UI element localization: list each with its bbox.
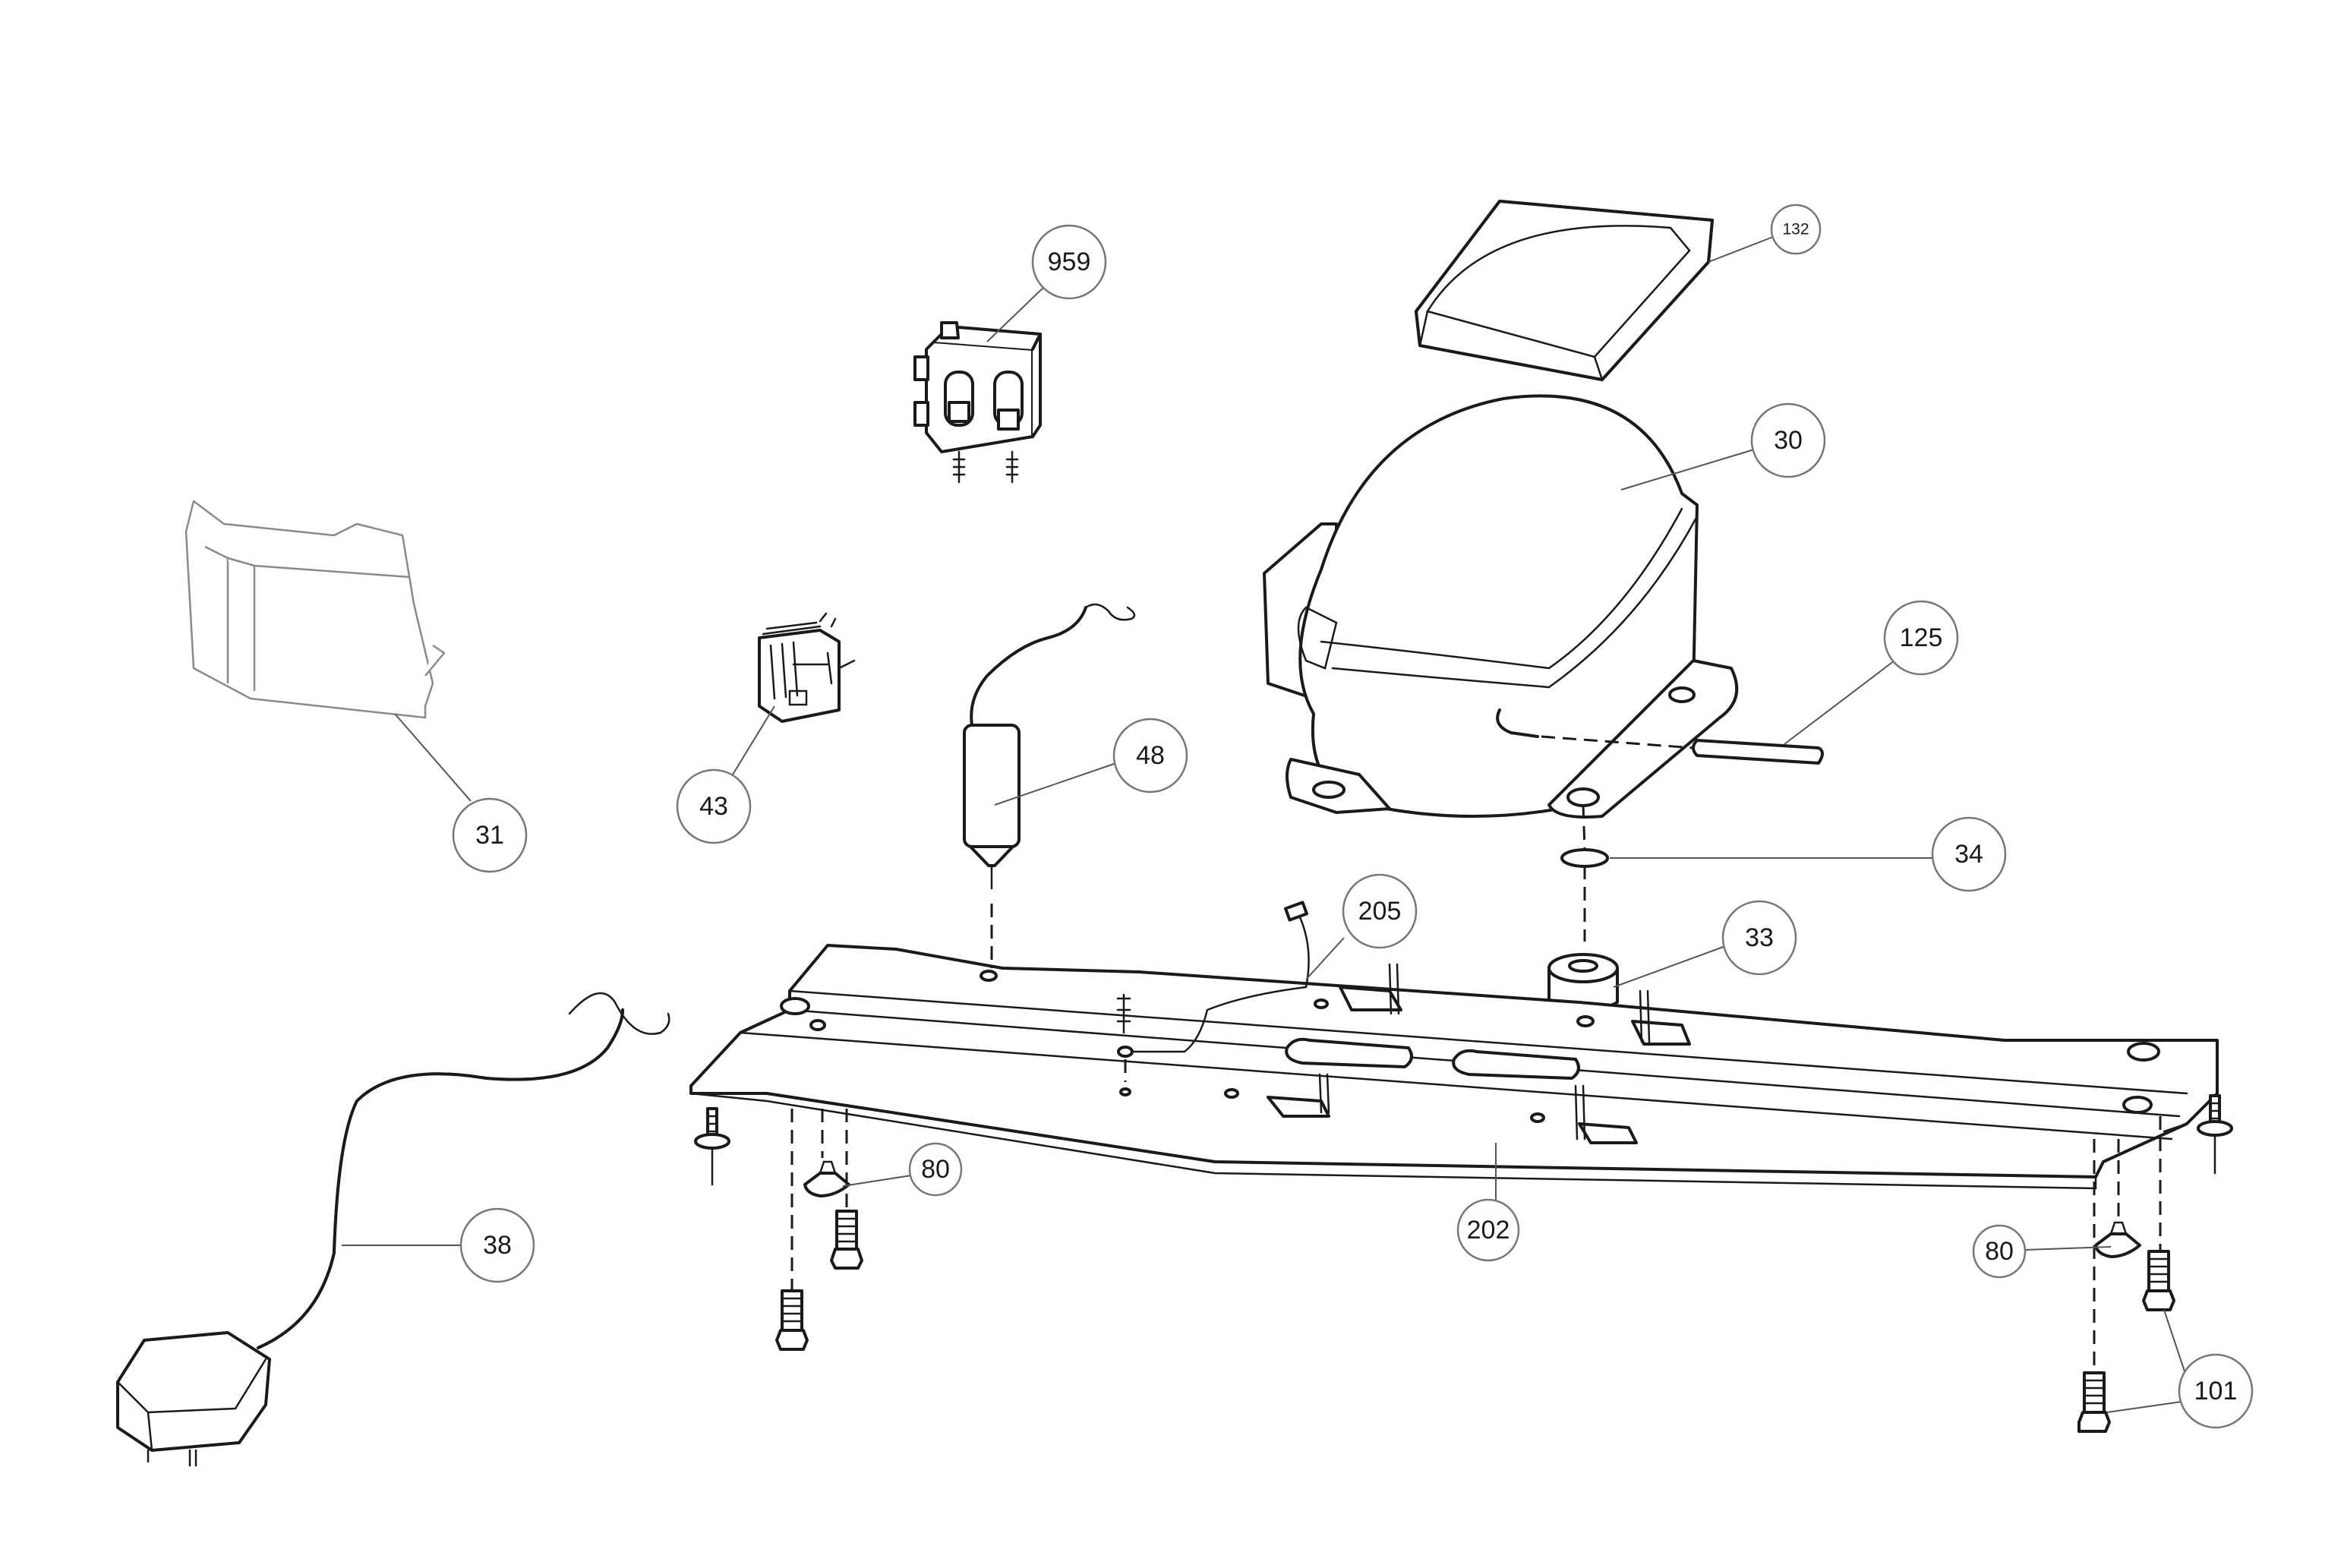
part-protector-43 (758, 612, 856, 723)
callout-48: 48 (1112, 718, 1188, 793)
part-mount-left (694, 1107, 863, 1351)
leader-lines (342, 236, 2188, 1413)
callout-label: 34 (1954, 840, 1983, 869)
part-cover-31 (185, 500, 446, 719)
callout-101: 101 (2178, 1353, 2254, 1429)
callouts: 959 132 30 125 48 43 31 34 (452, 203, 2254, 1429)
callout-31: 31 (452, 797, 528, 873)
callout-label: 205 (1358, 897, 1402, 926)
callout-label: 33 (1745, 923, 1774, 952)
part-tube-125 (1541, 735, 1824, 765)
part-relay-959 (913, 321, 1042, 484)
callout-label: 30 (1774, 426, 1803, 455)
part-mount-right (2077, 1094, 2233, 1433)
callout-202: 202 (1456, 1198, 1520, 1262)
part-capacitor-48 (963, 603, 1136, 890)
callout-43: 43 (676, 768, 752, 844)
callout-label: 132 (1782, 221, 1809, 238)
callout-33: 33 (1721, 900, 1797, 976)
callout-132: 132 (1770, 203, 1822, 255)
part-washer-34 (1560, 804, 1609, 942)
part-power-cord-38 (116, 992, 670, 1467)
callout-959: 959 (1031, 224, 1107, 300)
callout-label: 80 (1985, 1237, 2014, 1266)
callout-label: 38 (483, 1231, 512, 1260)
callout-label: 101 (2194, 1377, 2238, 1406)
callout-34: 34 (1931, 816, 2007, 892)
callout-125: 125 (1883, 600, 1959, 676)
callout-label: 202 (1467, 1216, 1510, 1245)
callout-label: 959 (1048, 248, 1091, 276)
part-base-plate-202 (689, 944, 2219, 1190)
callout-label: 48 (1136, 741, 1165, 770)
part-pad-132 (1415, 200, 1714, 381)
callout-label: 80 (921, 1155, 950, 1184)
callout-80-right: 80 (1972, 1224, 2027, 1279)
callout-80-left: 80 (908, 1142, 963, 1197)
callout-205: 205 (1342, 873, 1418, 949)
callout-label: 43 (699, 792, 728, 821)
callout-30: 30 (1750, 402, 1826, 478)
part-wire-205 (990, 901, 1310, 1096)
callout-label: 125 (1900, 623, 1943, 652)
callout-label: 31 (475, 821, 504, 850)
callout-38: 38 (459, 1207, 535, 1283)
part-compressor-30 (1263, 394, 1739, 819)
